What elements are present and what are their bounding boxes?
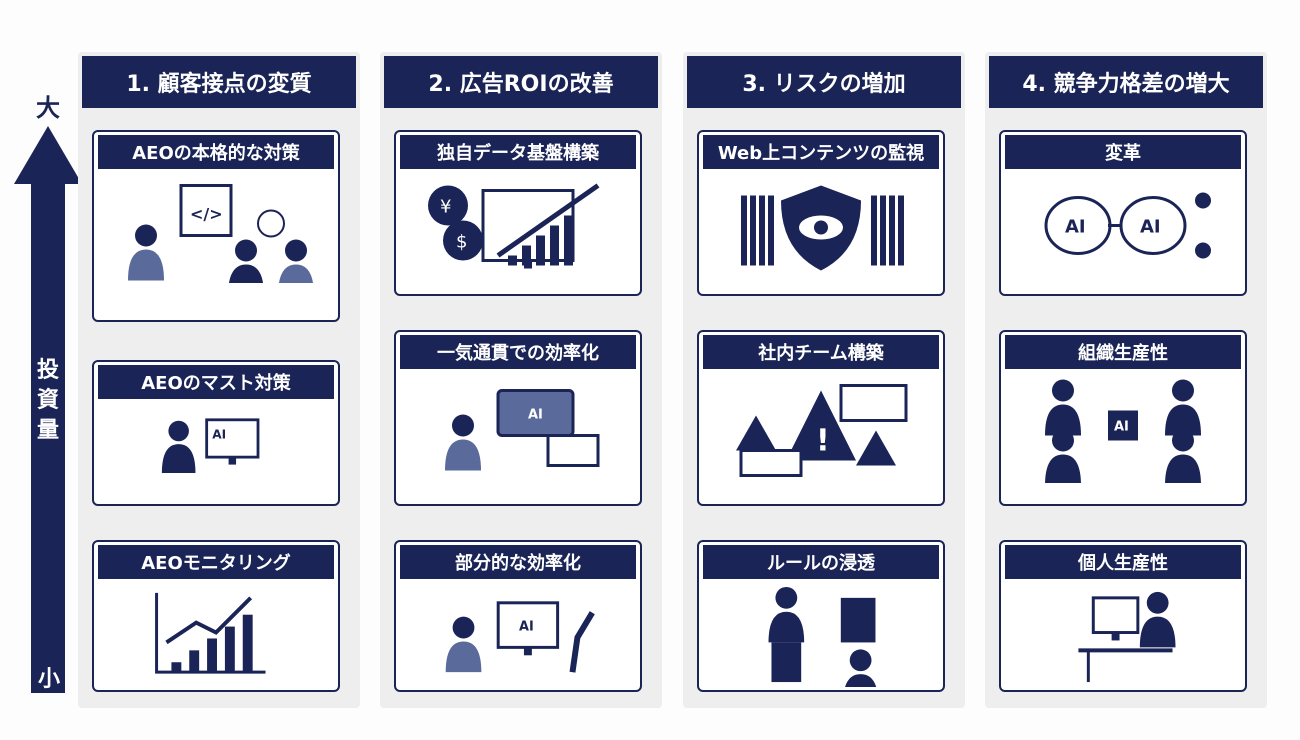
card-title: AEOの本格的な対策 — [98, 135, 334, 169]
strategy-card: 個人生産性 — [999, 540, 1247, 692]
arrow-up-icon — [14, 126, 82, 184]
card-title: 一気通貫での効率化 — [400, 335, 636, 369]
strategy-card: ルールの浸透 — [697, 540, 945, 692]
ai-brains-gears-icon: AI AI — [1044, 192, 1211, 259]
svg-text:¥: ¥ — [440, 197, 451, 218]
card-title: 個人生産性 — [1005, 545, 1241, 579]
team-ai-hub-icon: AI — [1045, 379, 1201, 483]
card-title: ルールの浸透 — [703, 545, 939, 579]
strategy-card: 独自データ基盤構築 ¥$ — [394, 130, 642, 296]
card-title: 部分的な効率化 — [400, 545, 636, 579]
card-title: AEOのマスト対策 — [98, 365, 334, 399]
svg-text:$: $ — [456, 232, 467, 253]
card-title: 独自データ基盤構築 — [400, 135, 636, 169]
growth-chart-icon — [155, 592, 266, 674]
column-title: 4. 競争力格差の増大 — [989, 56, 1263, 108]
person-ai-robot-arm-icon: AI — [445, 601, 595, 673]
column-title: 1. 顧客接点の変質 — [82, 56, 356, 108]
person-workflow-icon: AI — [445, 389, 600, 471]
axis-bottom-label: 小 — [38, 667, 61, 692]
person-ai-monitor-icon: AI — [161, 418, 260, 473]
strategy-card: Web上コンテンツの監視 — [697, 130, 945, 296]
column-title: 2. 広告ROIの改善 — [384, 56, 658, 108]
svg-text:AI: AI — [1140, 217, 1161, 238]
strategy-card: 社内チーム構築 ! — [697, 330, 945, 506]
card-title: Web上コンテンツの監視 — [703, 135, 939, 169]
strategy-card: AEOの本格的な対策 </> — [92, 130, 340, 322]
shield-eye-icon — [741, 185, 904, 271]
ai-label: AI — [1114, 420, 1129, 435]
axis-label: 投資量 — [36, 358, 59, 443]
card-title: 組織生産性 — [1005, 335, 1241, 369]
column-3: 3. リスクの増加 Web上コンテンツの監視 社内チーム構築 ! ルールの浸透 — [683, 52, 965, 708]
card-title: AEOモニタリング — [98, 545, 334, 579]
strategy-card: AEOモニタリング — [92, 540, 340, 692]
arrow-shaft — [31, 182, 65, 693]
strategy-card: 部分的な効率化 AI — [394, 540, 642, 692]
person-code-handshake-icon: </> — [128, 184, 314, 283]
strategy-card: 変革 AI AI — [999, 130, 1247, 296]
person-desk-icon — [1078, 591, 1176, 683]
investment-axis: 大 投資量 小 — [14, 88, 82, 693]
strategy-card: 一気通貫での効率化 AI — [394, 330, 642, 506]
strategy-card: AEOのマスト対策 AI — [92, 360, 340, 506]
ai-label: AI — [519, 620, 534, 635]
svg-text:!: ! — [816, 424, 830, 459]
column-1: 1. 顧客接点の変質 AEOの本格的な対策 </> AEOのマスト対策 AI A… — [78, 52, 360, 708]
strategy-card: 組織生産性 AI — [999, 330, 1247, 506]
column-title: 3. リスクの増加 — [687, 56, 961, 108]
presenter-icon — [768, 586, 877, 687]
svg-text:</>: </> — [190, 205, 223, 224]
currency-growth-icon: ¥$ — [428, 183, 600, 269]
card-title: 変革 — [1005, 135, 1241, 169]
card-title: 社内チーム構築 — [703, 335, 939, 369]
svg-text:AI: AI — [1065, 217, 1086, 238]
ai-label: AI — [212, 427, 226, 441]
warning-windows-icon: ! — [736, 384, 908, 477]
ai-label: AI — [528, 408, 543, 423]
column-2: 2. 広告ROIの改善 独自データ基盤構築 ¥$ 一気通貫での効率化 AI 部分… — [380, 52, 662, 708]
axis-top-label: 大 — [36, 94, 60, 122]
column-4: 4. 競争力格差の増大 変革 AI AI 組織生産性 AI 個人生産性 — [985, 52, 1267, 708]
